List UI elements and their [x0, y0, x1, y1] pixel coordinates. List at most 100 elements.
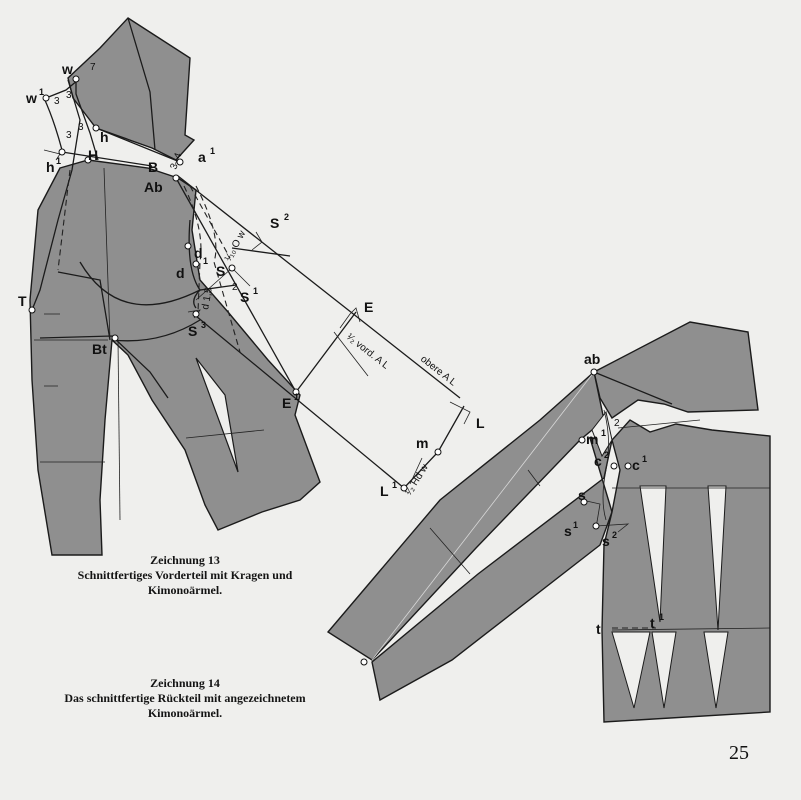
- bust-line: [57, 271, 111, 341]
- label-S1-sup: 1: [253, 286, 258, 296]
- measure-3-a: 3: [54, 96, 60, 107]
- point-h1: [58, 148, 66, 156]
- measure-obere-al: obere A L: [418, 354, 458, 389]
- point-sleeve-end: [360, 658, 368, 666]
- label-E: E: [364, 299, 373, 315]
- measure-2-back: 2: [614, 418, 620, 429]
- label-L1-sup: 1: [392, 480, 397, 490]
- label-L: L: [476, 415, 485, 431]
- measure-half-hdw: ¹⁄₂ Hd w: [403, 462, 431, 498]
- point-w1: [42, 94, 50, 102]
- label-t: t: [596, 621, 601, 637]
- measure-3-b: 3: [66, 90, 72, 101]
- measure-2: 2: [232, 282, 238, 293]
- label-S: S: [216, 263, 225, 279]
- dashed-armhole-3: [189, 185, 231, 259]
- w-h-line: [75, 79, 99, 161]
- back-neck-line: [617, 419, 701, 429]
- E-mark: [339, 307, 361, 329]
- label-S2: S: [270, 215, 279, 231]
- point-c1: [624, 462, 632, 470]
- label-E1: E: [282, 395, 291, 411]
- label-S3-sup: 3: [201, 320, 206, 330]
- point-Bt: [111, 334, 119, 342]
- label-S3: S: [188, 323, 197, 339]
- caption-13-line1: Schnittfertiges Vorderteil mit Kragen un…: [77, 568, 293, 582]
- caption-14-line1: Das schnittfertige Rückteil mit angezeic…: [64, 691, 306, 705]
- measure-3-d: 3: [78, 122, 84, 133]
- label-E1-sup: 1: [294, 392, 299, 402]
- waist-line: [39, 335, 169, 399]
- drawing-14-labels: ab m 1 c 2 c 1 s s 1 s 2 t t 1 2: [564, 351, 664, 637]
- dashed-armhole-1: [183, 185, 202, 313]
- E1-E-line: [295, 311, 357, 393]
- back-hem-split-1: [611, 631, 651, 709]
- underarm-line: [195, 315, 405, 489]
- point-ab: [590, 368, 598, 376]
- L-mark: [449, 401, 471, 425]
- label-d1-sup: 1: [203, 256, 208, 266]
- hem-mark-2: [185, 429, 265, 439]
- label-s: s: [578, 487, 586, 503]
- label-h: h: [100, 129, 109, 145]
- label-s1-sup: 1: [573, 520, 578, 530]
- label-m: m: [416, 435, 428, 451]
- measure-3-c: 3: [66, 130, 72, 141]
- vord-AL-arrow: [333, 331, 369, 377]
- label-a1: a: [198, 149, 206, 165]
- sleeve-center-line: [371, 371, 595, 661]
- measure-7: 7: [90, 62, 96, 73]
- label-ab: ab: [584, 351, 600, 367]
- point-Ab: [172, 174, 180, 182]
- collar-fold-line: [127, 17, 156, 151]
- label-d1: d: [194, 245, 203, 261]
- point-T: [28, 306, 36, 314]
- point-m: [434, 448, 442, 456]
- back-armhole-curve: [602, 409, 609, 521]
- drawing-13-points: [28, 75, 442, 492]
- armhole-curve: [79, 261, 201, 309]
- caption-14-line2: Kimonoärmel.: [147, 706, 223, 720]
- caption-13-line2: Kimonoärmel.: [147, 583, 223, 597]
- point-d: [192, 260, 200, 268]
- drawing-13-front-piece: [29, 17, 321, 556]
- label-w: w: [61, 61, 73, 77]
- point-E1: [292, 388, 300, 396]
- S-S2-line: [231, 247, 291, 257]
- front-collar-shape: [67, 17, 196, 161]
- label-c2: c: [594, 453, 602, 469]
- back-hem-split-2: [651, 631, 677, 709]
- point-s: [580, 498, 588, 506]
- back-waist-line: [611, 627, 771, 631]
- caption-drawing-13: Zeichnung 13 Schnittfertiges Vorderteil …: [30, 553, 340, 598]
- label-S2-sup: 2: [284, 212, 289, 222]
- label-w1-sup: 1: [39, 87, 44, 97]
- label-h1-sup: 1: [56, 156, 61, 166]
- back-shoulder-line: [593, 371, 673, 405]
- label-c1-sup: 1: [642, 454, 647, 464]
- label-h1: h: [46, 159, 55, 175]
- label-s1: s: [564, 523, 572, 539]
- label-c1: c: [632, 457, 640, 473]
- drawing-14-points: [360, 368, 632, 666]
- caption-13-title: Zeichnung 13: [150, 553, 220, 567]
- dashed-armhole-2: [195, 185, 241, 353]
- caption-14-title: Zeichnung 14: [150, 676, 220, 690]
- label-B: B: [148, 159, 158, 175]
- s-construction: [581, 499, 630, 533]
- front-hip-curve: [111, 319, 201, 342]
- h-a1-line: [95, 127, 181, 163]
- button-marks: [44, 313, 60, 387]
- dashed-front-line: [57, 169, 71, 271]
- point-m1: [578, 436, 586, 444]
- label-Bt: Bt: [92, 341, 107, 357]
- label-a1-sup: 1: [210, 146, 215, 156]
- sleeve-cross-marks: [429, 469, 541, 575]
- back-shoulder-shape: [593, 321, 759, 420]
- back-dart-1: [639, 485, 667, 623]
- label-d: d: [176, 265, 185, 281]
- label-Ab: Ab: [144, 179, 163, 195]
- label-T: T: [18, 293, 27, 309]
